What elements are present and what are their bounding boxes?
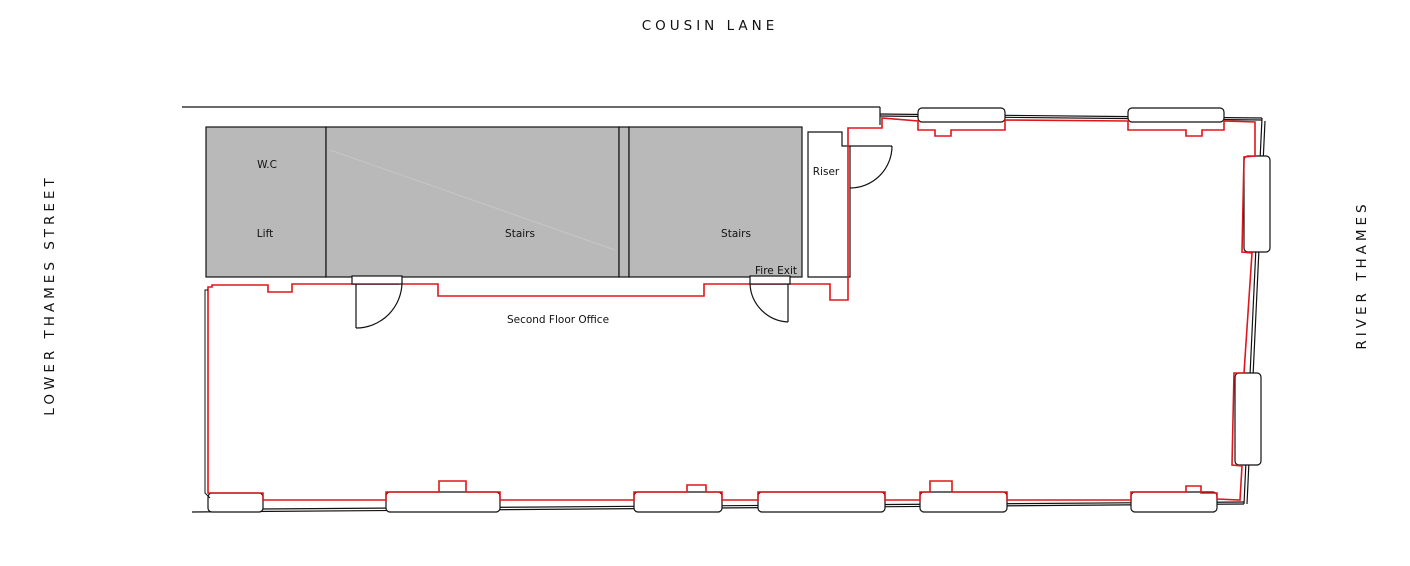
window-bay	[919, 491, 1008, 513]
room-label-wc: W.C	[257, 159, 277, 171]
room-label-office: Second Floor Office	[507, 314, 609, 326]
room-label-riser: Riser	[813, 166, 840, 178]
window-bay	[385, 491, 501, 513]
window-bay	[207, 492, 264, 513]
street-label-east: RIVER THAMES	[1354, 200, 1370, 349]
street-label-west: LOWER THAMES STREET	[42, 174, 58, 415]
window-bay	[633, 491, 723, 513]
room-label-lift: Lift	[257, 228, 273, 240]
core-stairs-main	[325, 126, 620, 278]
building-core	[205, 126, 803, 278]
core-wc-lift	[205, 126, 327, 278]
core-stairs-secondary	[628, 126, 803, 278]
riser-shaft	[807, 131, 851, 278]
window-bay	[1243, 155, 1271, 253]
street-label-north: COUSIN LANE	[642, 18, 779, 34]
window-bay	[1127, 107, 1225, 123]
window-bays	[207, 107, 1271, 513]
room-label-fire-exit: Fire Exit	[755, 265, 797, 277]
core-divider	[618, 126, 630, 278]
tenancy-boundary	[207, 117, 1256, 501]
door-riser	[849, 145, 893, 189]
door-fire-exit	[749, 280, 789, 323]
window-bay	[1130, 491, 1218, 513]
window-bay	[757, 491, 886, 513]
room-label-stairs-secondary: Stairs	[721, 228, 751, 240]
doors	[351, 145, 893, 329]
door-office-main	[355, 280, 403, 329]
window-bay	[917, 107, 1006, 123]
room-label-stairs-main: Stairs	[505, 228, 535, 240]
window-bay	[1234, 372, 1262, 466]
